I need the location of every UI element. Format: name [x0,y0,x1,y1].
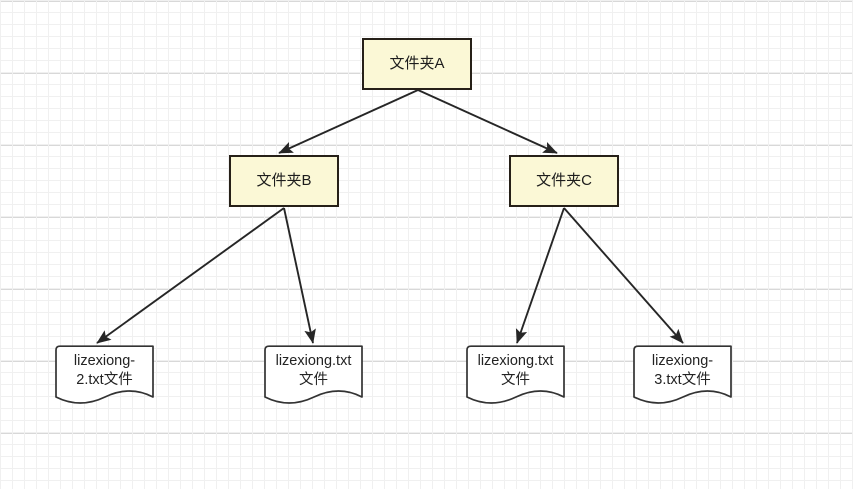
edge-a-c [417,89,558,154]
node-folder-b-label: 文件夹B [256,171,312,189]
edge-b-doc2 [283,207,316,344]
node-folder-c-label: 文件夹C [536,171,592,189]
node-folder-a-label: 文件夹A [389,54,445,72]
node-document-1[interactable]: lizexiong- 2.txt文件 [52,345,157,410]
document-shape-icon [630,345,735,410]
node-document-3-label: lizexiong.txt 文件 [477,352,554,388]
node-folder-c[interactable]: 文件夹C [509,155,619,207]
node-document-2-label: lizexiong.txt 文件 [275,352,352,388]
edge-b-doc1 [96,207,285,344]
edge-c-doc3 [515,207,565,344]
node-document-3[interactable]: lizexiong.txt 文件 [463,345,568,410]
node-folder-b[interactable]: 文件夹B [229,155,339,207]
node-document-4-label: lizexiong- 3.txt文件 [651,352,714,388]
document-shape-icon [261,345,366,410]
document-shape-icon [463,345,568,410]
node-document-1-label: lizexiong- 2.txt文件 [73,352,136,388]
node-document-2[interactable]: lizexiong.txt 文件 [261,345,366,410]
node-folder-a[interactable]: 文件夹A [362,38,472,90]
edge-c-doc4 [563,207,684,344]
node-document-4[interactable]: lizexiong- 3.txt文件 [630,345,735,410]
document-shape-icon [52,345,157,410]
edge-a-b [278,89,419,154]
